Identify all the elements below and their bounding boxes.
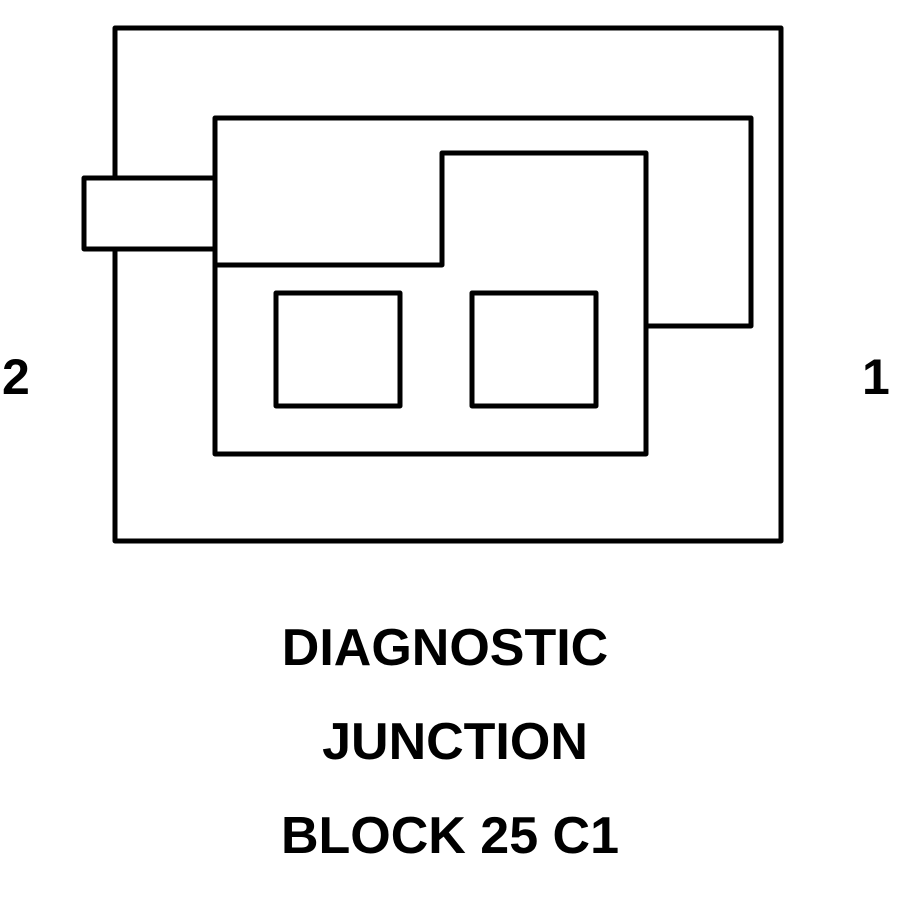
- connector-housing-outline: [112, 25, 784, 544]
- terminal-cavity-2: [273, 290, 403, 409]
- caption-line-3: BLOCK 25 C1: [280, 807, 620, 865]
- pin-number-right: 1: [862, 349, 890, 405]
- key-rib: [212, 150, 649, 329]
- caption-line-2: JUNCTION: [322, 713, 588, 771]
- locking-tab: [81, 175, 218, 252]
- terminal-cavity-1: [469, 290, 599, 409]
- caption-line-1: DIAGNOSTIC: [281, 619, 609, 677]
- pin-number-left: 2: [2, 349, 30, 405]
